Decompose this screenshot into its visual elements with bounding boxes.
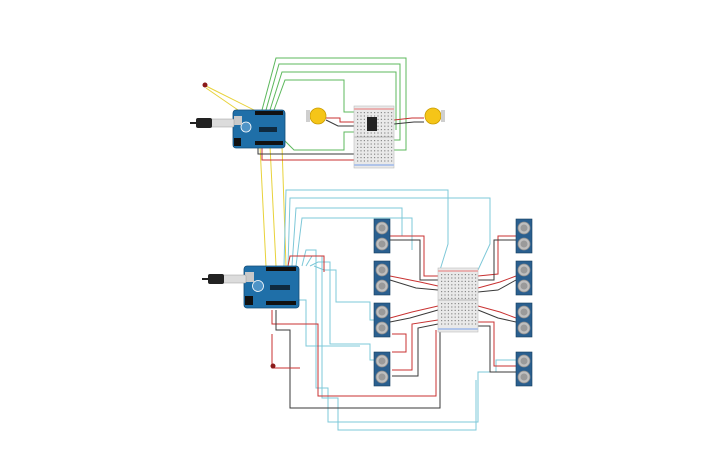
led-bottom[interactable] [270, 363, 276, 369]
black-wire[interactable] [389, 309, 439, 323]
green-wire[interactable] [261, 57, 407, 151]
black-wire[interactable] [478, 239, 516, 281]
usb-cable-bottom [202, 274, 247, 284]
red-wire[interactable] [477, 235, 516, 277]
black-wire[interactable] [257, 148, 354, 155]
top-wires [205, 57, 424, 267]
red-wire[interactable] [389, 275, 439, 287]
breadboard-top[interactable] [353, 105, 395, 169]
blue-wire[interactable] [313, 265, 384, 321]
yellow-wire[interactable] [205, 85, 259, 113]
blue-wire[interactable] [295, 217, 413, 267]
bottom-wires [271, 189, 517, 431]
black-wire[interactable] [275, 310, 441, 409]
ultrasonic-sensor[interactable] [515, 302, 533, 338]
red-wire[interactable] [392, 333, 407, 353]
red-wire[interactable] [478, 321, 516, 367]
black-wire[interactable] [478, 325, 516, 373]
red-wire[interactable] [477, 275, 517, 289]
red-wire[interactable] [271, 310, 437, 397]
blue-wire[interactable] [287, 197, 491, 271]
ultrasonic-sensor[interactable] [515, 351, 533, 387]
ultrasonic-sensor[interactable] [515, 218, 533, 254]
green-wire[interactable] [273, 79, 354, 113]
ultrasonic-sensor[interactable] [373, 260, 391, 296]
yellow-wire[interactable] [205, 87, 239, 111]
black-wire[interactable] [390, 239, 438, 281]
blue-wire[interactable] [301, 249, 516, 423]
red-wire[interactable] [271, 334, 300, 369]
black-wire[interactable] [477, 309, 517, 323]
ultrasonic-sensor[interactable] [373, 218, 391, 254]
breadboard-bottom[interactable] [437, 267, 479, 333]
red-wire[interactable] [389, 305, 439, 319]
breadboard-holes [441, 274, 477, 325]
arduino-bottom[interactable] [243, 265, 300, 309]
black-wire[interactable] [477, 279, 517, 293]
black-wire[interactable] [325, 119, 354, 127]
motor-right[interactable] [424, 107, 445, 125]
black-wire[interactable] [389, 279, 439, 291]
black-wire[interactable] [393, 121, 424, 125]
ultrasonic-sensor[interactable] [515, 260, 533, 296]
blue-wire[interactable] [298, 299, 360, 347]
ultrasonic-sensors [373, 218, 533, 387]
yellow-wire[interactable] [269, 145, 277, 267]
green-wire[interactable] [265, 63, 401, 141]
black-wire[interactable] [392, 323, 439, 377]
breadboard-holes [357, 112, 393, 162]
motor-driver-chip[interactable] [367, 117, 377, 131]
green-wire[interactable] [269, 71, 397, 130]
red-wire[interactable] [287, 255, 325, 272]
blue-wire[interactable] [283, 189, 449, 271]
red-wire[interactable] [261, 148, 354, 161]
red-wire[interactable] [326, 117, 354, 123]
ultrasonic-sensor[interactable] [373, 351, 391, 387]
blue-wire[interactable] [309, 261, 384, 361]
arduino-top[interactable] [232, 109, 286, 149]
yellow-wire[interactable] [259, 145, 267, 267]
led-top[interactable] [202, 82, 208, 88]
red-wire[interactable] [477, 305, 517, 319]
red-wire[interactable] [392, 319, 439, 371]
usb-cable-top [190, 118, 235, 128]
ultrasonic-sensor[interactable] [373, 302, 391, 338]
yellow-wire[interactable] [281, 145, 287, 267]
green-wire[interactable] [283, 131, 354, 151]
red-wire[interactable] [390, 235, 438, 277]
motor-left[interactable] [306, 107, 327, 125]
red-wire[interactable] [393, 117, 424, 121]
